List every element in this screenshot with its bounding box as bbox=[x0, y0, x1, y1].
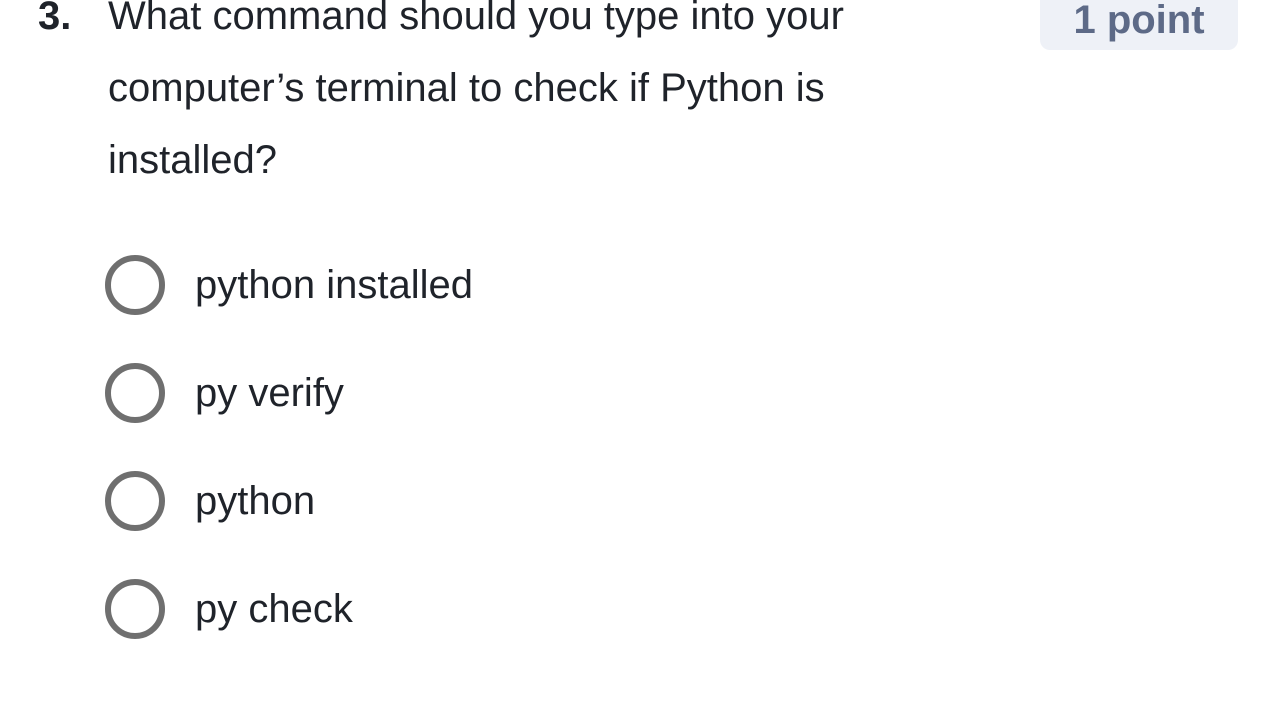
question-number: 3. bbox=[38, 0, 72, 38]
radio-button-icon[interactable] bbox=[105, 363, 165, 423]
question-text: What command should you type into your c… bbox=[108, 0, 844, 182]
points-badge: 1 point bbox=[1040, 0, 1238, 50]
answer-option-label: python bbox=[195, 478, 316, 523]
answer-option[interactable]: py verify bbox=[105, 363, 344, 423]
radio-button-icon[interactable] bbox=[105, 471, 165, 531]
answer-option[interactable]: python installed bbox=[105, 255, 473, 315]
radio-button-icon[interactable] bbox=[105, 579, 165, 639]
answer-option-label: python installed bbox=[195, 262, 473, 307]
radio-button-icon[interactable] bbox=[105, 255, 165, 315]
answer-option[interactable]: python bbox=[105, 471, 315, 531]
answer-option-label: py check bbox=[195, 586, 353, 631]
answer-option[interactable]: py check bbox=[105, 579, 353, 639]
answer-option-label: py verify bbox=[195, 370, 344, 415]
